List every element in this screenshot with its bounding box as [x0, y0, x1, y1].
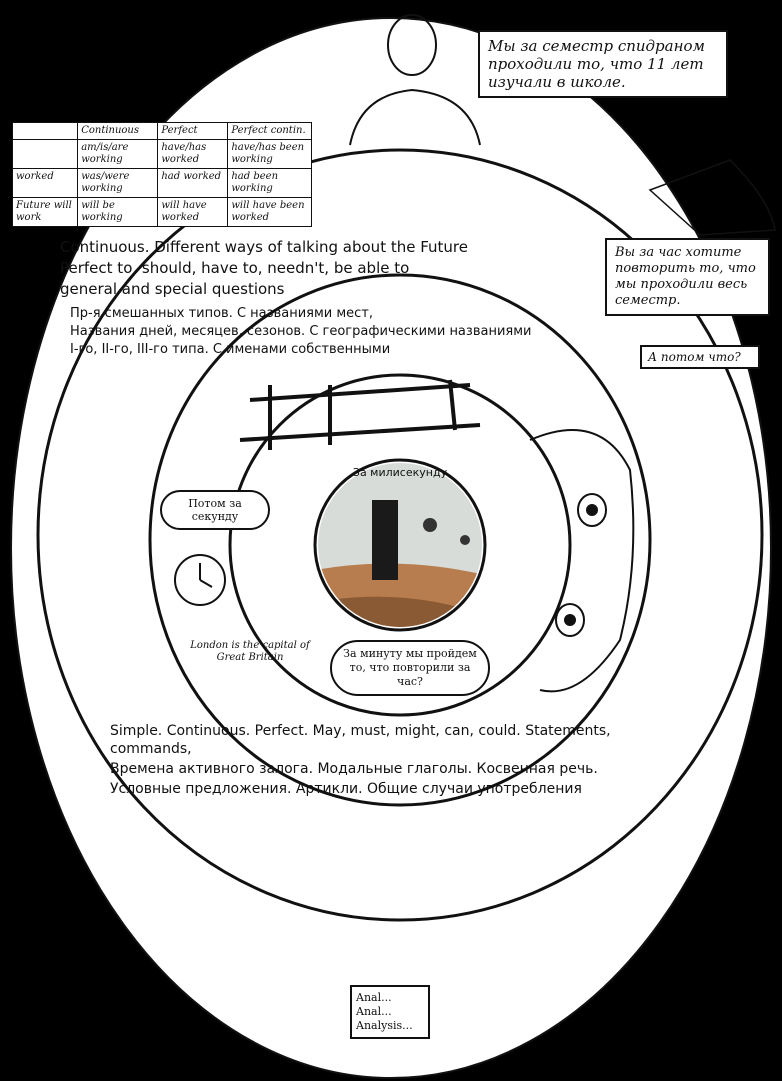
- table-cell: had been working: [227, 168, 312, 198]
- ring-text: Названия дней, месяцев, сезонов. С геогр…: [70, 324, 532, 339]
- middle-ring-text: Пр-я смешанных типов. С названиями мест,…: [70, 306, 590, 358]
- student-figure-top: [349, 14, 481, 146]
- table-cell: have/has been working: [227, 139, 312, 169]
- table-header: Perfect: [157, 122, 229, 140]
- monolith: [372, 500, 398, 580]
- speech-bubble-inner-left: Потом за секунду: [160, 490, 270, 530]
- inner-center-text: За милисекунду: [352, 466, 448, 479]
- speech-bubble-right-small: А потом что?: [640, 345, 760, 369]
- london-caption: London is the capital of Great Britain: [190, 640, 310, 663]
- symbols-panel: [648, 159, 776, 236]
- bubble-text: А потом что?: [648, 350, 741, 364]
- table-side-cell: Future will work: [11, 197, 79, 227]
- wall-clock-icon: [174, 554, 226, 606]
- table-side-cell: [11, 139, 79, 169]
- speech-bubble-top: Мы за семестр спидраном проходили то, чт…: [478, 30, 728, 98]
- inner-ring: [228, 373, 572, 717]
- table-header: Perfect contin.: [227, 122, 312, 140]
- ring-text: Условные предложения. Артикли. Общие слу…: [110, 781, 582, 797]
- ring-text: I-го, II-го, III-го типа. С именами собс…: [70, 342, 391, 357]
- ring-text: Perfect to, should, have to, needn't, be…: [60, 259, 410, 277]
- ring-text: Continuous. Different ways of talking ab…: [60, 238, 468, 256]
- table-corner: [11, 122, 79, 140]
- table-cell: am/is/are working: [77, 139, 159, 169]
- speech-bubble-inner-bottom: За минуту мы пройдем то, что повторили з…: [330, 640, 490, 696]
- ring-text: general and special questions: [60, 280, 285, 298]
- speech-bubble-right: Вы за час хотите повторить то, что мы пр…: [605, 238, 770, 316]
- bubble-text: Мы за семестр спидраном проходили то, чт…: [488, 37, 705, 91]
- tense-table: Continuous Perfect Perfect contin. am/is…: [11, 122, 312, 227]
- window-grid: [239, 379, 481, 450]
- table-cell: will have been worked: [227, 197, 312, 227]
- face-drawing: [529, 429, 635, 693]
- table-side-cell: worked: [11, 168, 79, 198]
- ring-text: Пр-я смешанных типов. С названиями мест,: [70, 306, 374, 321]
- bubble-text: За минуту мы пройдем то, что повторили з…: [343, 647, 477, 688]
- bubble-text: Вы за час хотите повторить то, что мы пр…: [615, 245, 756, 308]
- table-cell: have/has worked: [157, 139, 229, 169]
- ring-text: Simple. Continuous. Perfect. May, must, …: [110, 723, 611, 757]
- speech-bubble-analysis: Anal... Anal... Analysis...: [350, 985, 430, 1039]
- table-header: Continuous: [77, 122, 159, 140]
- table-cell: will have worked: [157, 197, 229, 227]
- table-cell: will be working: [77, 197, 159, 227]
- outer-ring-text-top: Continuous. Different ways of talking ab…: [60, 238, 590, 299]
- bubble-text: Anal... Anal... Analysis...: [356, 991, 413, 1032]
- table-cell: was/were working: [77, 168, 159, 198]
- ring-text: Времена активного залога. Модальные глаг…: [110, 761, 598, 777]
- table-cell: had worked: [157, 168, 229, 198]
- bubble-text: Потом за секунду: [188, 497, 242, 523]
- outer-ring-text-bottom: Simple. Continuous. Perfect. May, must, …: [110, 722, 670, 798]
